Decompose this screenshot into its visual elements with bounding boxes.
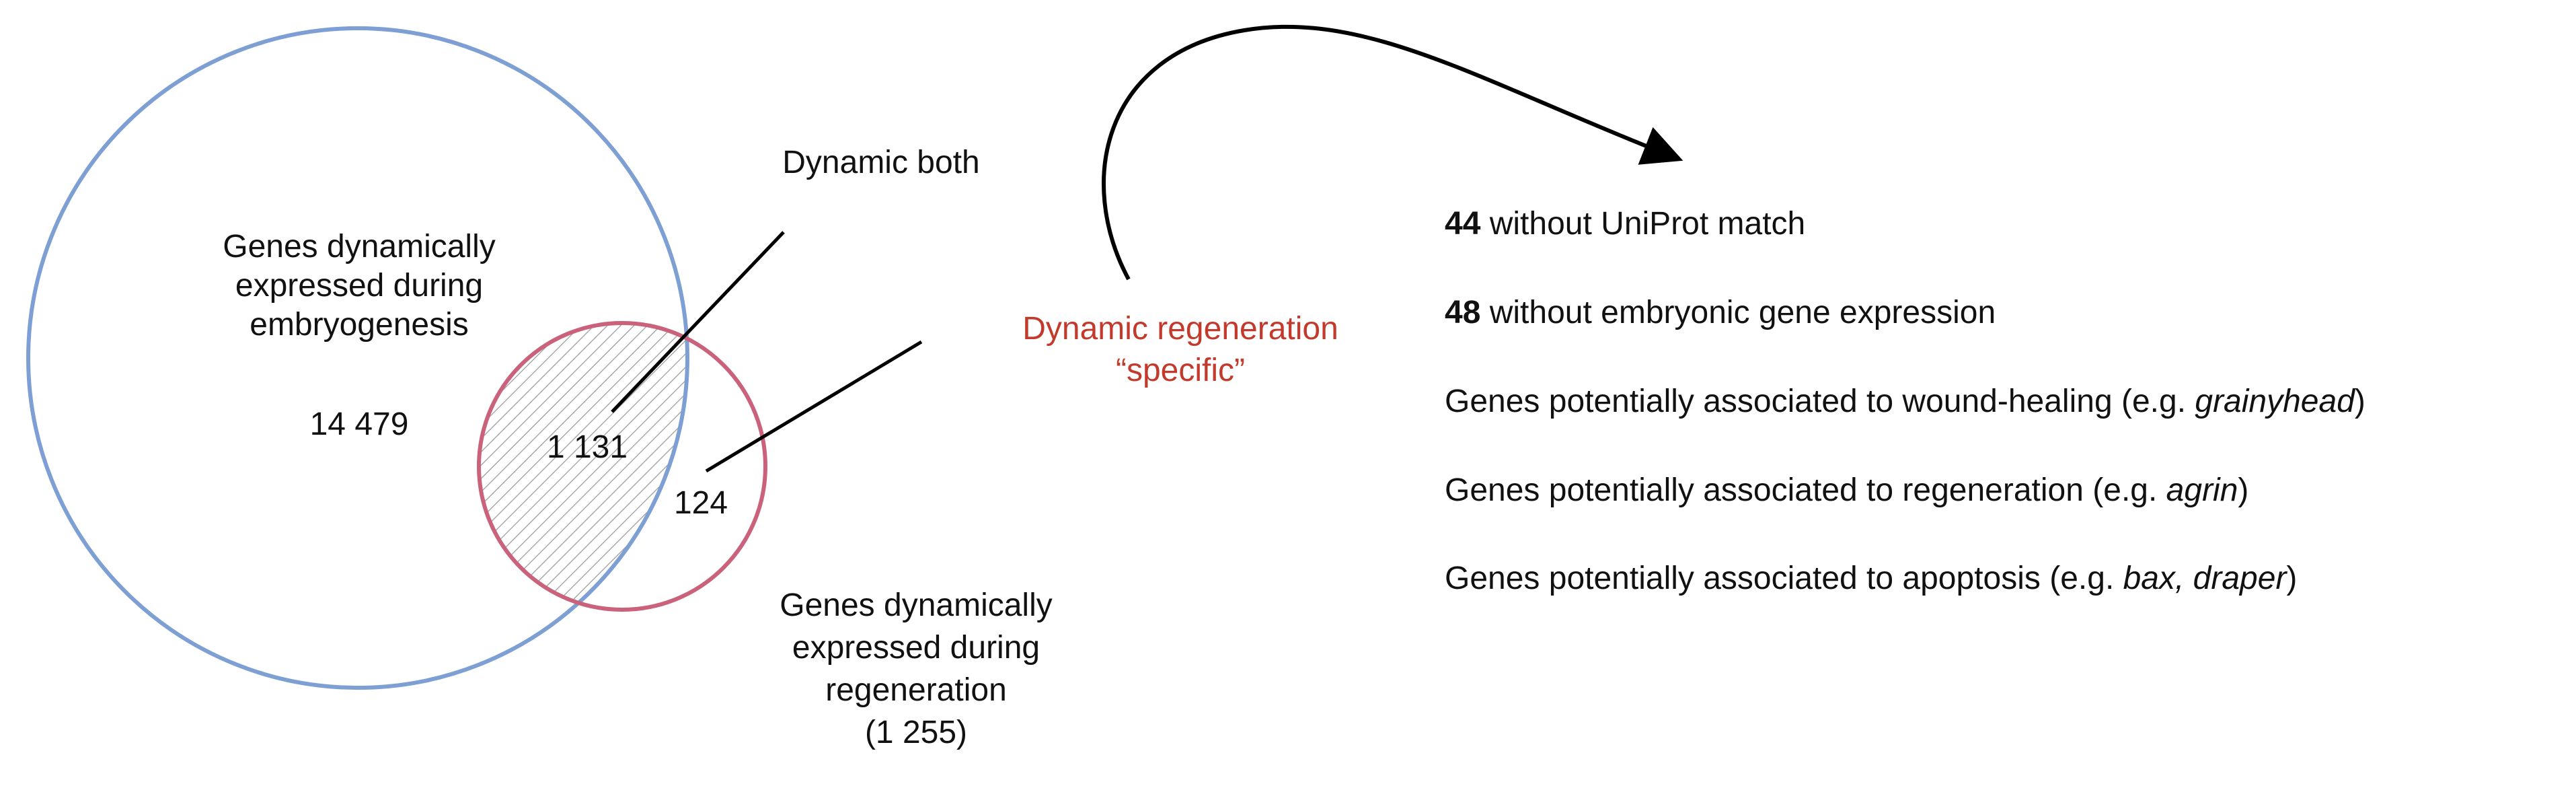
regeneration-only-count: 124 — [673, 485, 728, 521]
no-uniprot-count: 44 — [1445, 206, 1481, 242]
embryogenesis-label-line: expressed during — [235, 268, 484, 303]
curved-arrow — [1102, 24, 1683, 281]
embryogenesis-label: Genes dynamically expressed during embry… — [223, 227, 496, 345]
detail-wound-healing: Genes potentially associated to wound-he… — [1445, 382, 2365, 421]
regeneration-example: agrin — [2166, 472, 2238, 508]
detail-apoptosis: Genes potentially associated to apoptosi… — [1445, 559, 2297, 598]
regeneration-label-line: (1 255) — [864, 715, 968, 750]
dynamic-regeneration-line: “specific” — [1115, 353, 1246, 388]
regeneration-label-line: Genes dynamically — [780, 587, 1053, 623]
no-uniprot-text: without UniProt match — [1480, 206, 1806, 242]
detail-no-uniprot: 44 without UniProt match — [1445, 205, 1805, 244]
wound-healing-example: grainyhead — [2195, 384, 2355, 419]
dynamic-regeneration-line: Dynamic regeneration — [1022, 311, 1338, 347]
dynamic-both-leader-line — [611, 231, 785, 413]
apoptosis-suffix: ) — [2286, 561, 2298, 596]
regeneration-label-line: expressed during — [792, 630, 1040, 666]
wound-healing-prefix: Genes potentially associated to wound-he… — [1445, 384, 2195, 419]
dynamic-both-label: Dynamic both — [782, 145, 980, 180]
regeneration-label-line: regeneration — [825, 672, 1007, 708]
overlap-region — [479, 323, 687, 610]
embryogenesis-circle — [26, 26, 689, 690]
embryogenesis-label-line: Genes dynamically — [223, 229, 496, 264]
apoptosis-prefix: Genes potentially associated to apoptosi… — [1445, 561, 2123, 596]
detail-regeneration: Genes potentially associated to regenera… — [1445, 471, 2248, 510]
wound-healing-suffix: ) — [2354, 384, 2365, 419]
regeneration-label: Genes dynamically expressed during regen… — [780, 584, 1053, 754]
no-embryonic-text: without embryonic gene expression — [1480, 295, 1996, 330]
dynamic-regeneration-leader-line — [705, 340, 923, 473]
regeneration-circle — [477, 321, 767, 612]
regeneration-prefix: Genes potentially associated to regenera… — [1445, 472, 2166, 508]
embryogenesis-label-line: embryogenesis — [250, 307, 469, 343]
detail-no-embryonic: 48 without embryonic gene expression — [1445, 293, 1996, 332]
overlap-count: 1 131 — [546, 429, 628, 465]
regeneration-suffix: ) — [2238, 472, 2249, 508]
dynamic-regeneration-label: Dynamic regeneration “specific” — [1022, 308, 1338, 392]
apoptosis-example: bax, draper — [2123, 561, 2287, 596]
no-embryonic-count: 48 — [1445, 295, 1481, 330]
embryogenesis-count: 14 479 — [309, 406, 409, 442]
